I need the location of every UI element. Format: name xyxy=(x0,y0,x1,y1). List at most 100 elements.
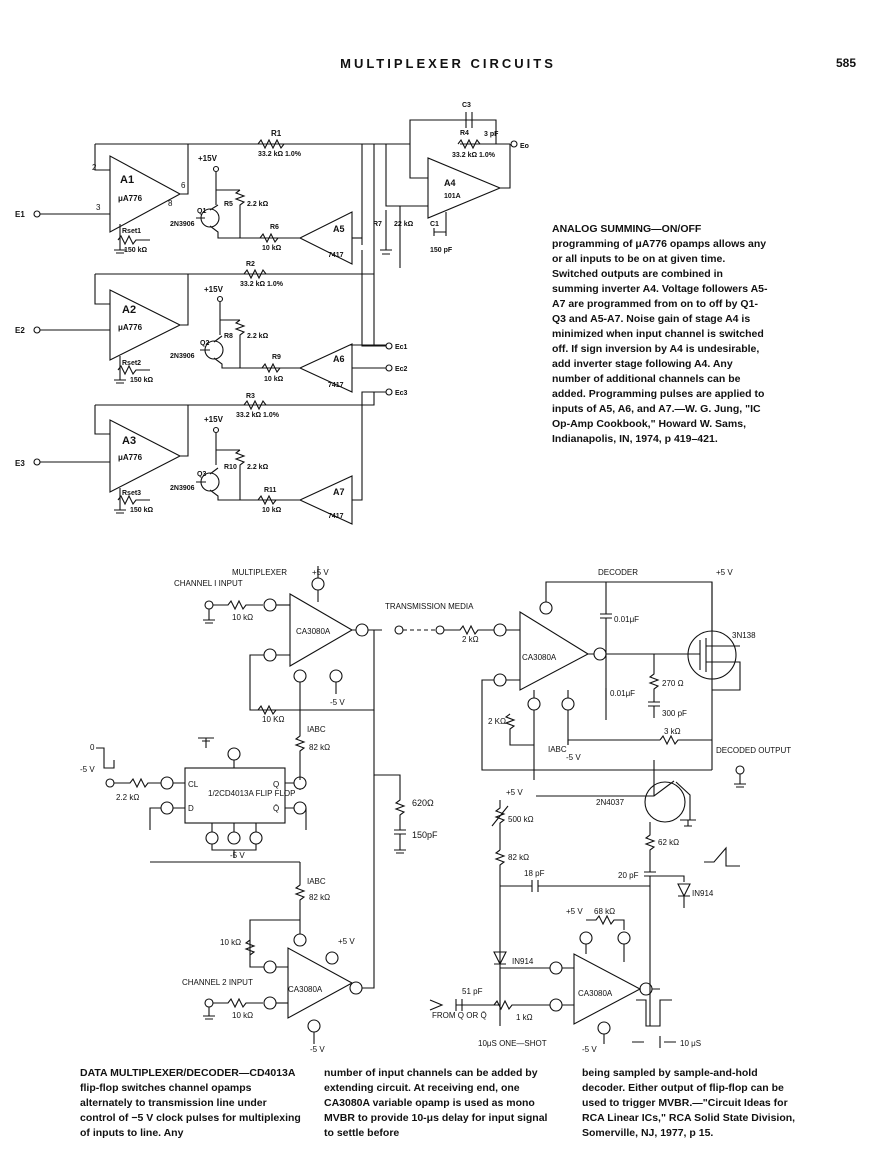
label-r62k: 62 kΩ xyxy=(658,838,679,847)
label-c300: 300 pF xyxy=(662,709,687,718)
resistor-rset3 xyxy=(114,488,150,514)
page-header-title: MULTIPLEXER CIRCUITS xyxy=(340,56,556,71)
a1-pin2: 2 xyxy=(92,163,97,172)
resistor-2k-rx xyxy=(444,624,494,636)
ground-ff xyxy=(198,737,214,748)
label-a2: A2 xyxy=(122,304,136,316)
caption-analog-body: programming of μA776 opamps allows any o… xyxy=(552,238,768,445)
wire-ch1 xyxy=(203,599,263,624)
pin-3-dec xyxy=(493,623,507,637)
label-c001-top: 0.01μF xyxy=(614,615,639,624)
resistor-62k xyxy=(644,822,656,877)
label-a3-part: μA776 xyxy=(118,453,143,462)
wire-from-q xyxy=(455,999,550,1011)
a1-pin8: 8 xyxy=(168,199,173,208)
label-a3: A3 xyxy=(122,435,136,447)
label-a6: A6 xyxy=(333,354,345,364)
pin-7-mux2 xyxy=(325,951,339,965)
label-pulse-0: 0 xyxy=(90,743,95,752)
pin-5-os xyxy=(617,931,631,945)
label-rset2-val: 150 kΩ xyxy=(130,377,154,384)
opamp-a4 xyxy=(427,157,502,219)
terminal-tx-1 xyxy=(394,625,404,635)
terminal-e2 xyxy=(33,326,41,334)
label-v5n-dec: -5 V xyxy=(566,753,581,762)
label-r11: R11 xyxy=(264,487,277,494)
label-ca3080a-dec: CA3080A xyxy=(522,653,557,662)
label-rset2: Rset2 xyxy=(122,360,141,367)
diode-in914-os xyxy=(493,951,507,966)
label-ec1: Ec1 xyxy=(395,344,408,351)
resistor-r4 xyxy=(457,138,481,150)
pin-4-mux2 xyxy=(307,1019,321,1033)
terminal-ch2 xyxy=(204,998,214,1008)
pin-7-mux1 xyxy=(311,577,325,591)
label-r10-val: 2.2 kΩ xyxy=(247,464,269,471)
resistor-r8 xyxy=(234,319,246,368)
transistor-2n4037 xyxy=(536,760,691,820)
label-ca3080a-1: CA3080A xyxy=(296,627,331,636)
label-r10: R10 xyxy=(224,464,237,471)
label-v5p-pot: +5 V xyxy=(506,788,523,797)
resistor-r3 xyxy=(243,399,267,411)
label-q1: Q1 xyxy=(197,208,206,215)
pin-7-dec xyxy=(539,601,553,615)
label-a6-part: 7417 xyxy=(328,382,344,389)
label-a1-part: μA776 xyxy=(118,194,143,203)
label-q2-part: 2N3906 xyxy=(170,353,195,360)
label-r2-val: 33.2 kΩ 1.0% xyxy=(240,281,284,288)
label-iabc-2: IABC xyxy=(307,877,326,886)
label-a5: A5 xyxy=(333,224,345,234)
pin-5-ff xyxy=(293,801,307,815)
pin-6-ff xyxy=(227,831,241,845)
capacitor-c1 xyxy=(433,228,446,236)
label-oneshot: 10μS ONE—SHOT xyxy=(478,1039,547,1048)
label-r5-val: 2.2 kΩ xyxy=(247,201,269,208)
label-c51: 51 pF xyxy=(462,987,483,996)
terminal-v15-3 xyxy=(212,426,220,434)
label-rset1-val: 150 kΩ xyxy=(124,247,148,254)
pin-4-ff xyxy=(249,831,263,845)
terminal-e3 xyxy=(33,458,41,466)
pin-3-ff xyxy=(160,776,174,790)
terminal-v15-2 xyxy=(216,295,224,303)
label-transmission: TRANSMISSION MEDIA xyxy=(385,602,474,611)
label-r2: R2 xyxy=(246,261,255,268)
label-r2-2k: 2.2 kΩ xyxy=(116,793,139,802)
opamp-a3 xyxy=(109,419,182,493)
wire-a3 xyxy=(40,405,189,463)
pulse-width-marker xyxy=(632,1036,676,1048)
label-r270: 270 Ω xyxy=(662,679,684,688)
resistor-r10 xyxy=(234,449,246,500)
terminal-ec3 xyxy=(385,388,393,396)
wire-dec-pins xyxy=(533,690,569,780)
capacitor-18pf xyxy=(500,880,650,892)
label-ec3: Ec3 xyxy=(395,390,408,397)
pin-4-os xyxy=(597,1021,611,1035)
label-rset3: Rset3 xyxy=(122,490,141,497)
label-v5n-ff: -5 V xyxy=(230,851,245,860)
caption-analog-summing: ANALOG SUMMING—ON/OFF programming of μA7… xyxy=(552,222,768,447)
label-v5n-mux1: -5 V xyxy=(330,698,345,707)
label-flipflop: 1/2CD4013A FLIP FLOP xyxy=(208,789,295,798)
label-v5p-mux2: +5 V xyxy=(338,937,355,946)
label-r4: R4 xyxy=(460,130,469,137)
label-decoder: DECODER xyxy=(598,568,638,577)
opamp-mux-1 xyxy=(289,593,354,667)
pin-2-mux1 xyxy=(263,648,277,662)
label-v15-2: +15V xyxy=(204,285,224,294)
pin-4-mux1 xyxy=(329,669,343,683)
label-r1-val: 33.2 kΩ 1.0% xyxy=(258,151,302,158)
pin-5-mux2 xyxy=(293,933,307,947)
label-a4-part: 101A xyxy=(444,193,461,200)
terminal-ec2 xyxy=(385,364,393,372)
caption-data-col1: DATA MULTIPLEXER/DECODER—CD4013A flip-fl… xyxy=(80,1066,304,1141)
label-c3-val: 3 pF xyxy=(484,131,499,138)
pin-2-mux2 xyxy=(263,960,277,974)
pot-500k xyxy=(491,800,509,850)
caption-analog-lead: ANALOG SUMMING—ON/OFF xyxy=(552,223,702,235)
label-r3: R3 xyxy=(246,393,255,400)
label-v5p-top: +5 V xyxy=(312,568,329,577)
terminal-v15-1 xyxy=(212,165,220,173)
wire-mux1-fb xyxy=(249,629,382,711)
